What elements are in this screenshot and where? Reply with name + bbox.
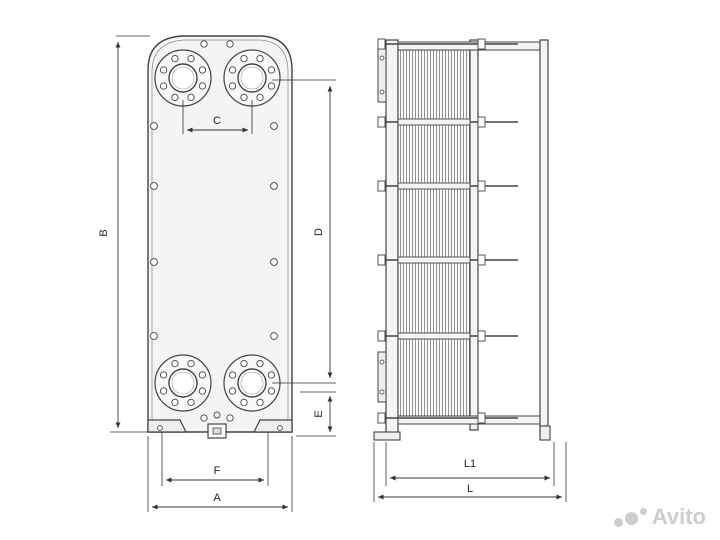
- dimension-e: E: [296, 391, 336, 437]
- flange-bolts: [159, 54, 276, 407]
- flange-bolt: [187, 398, 195, 407]
- pack-separator: [397, 256, 471, 264]
- flange-bolt: [171, 54, 179, 63]
- edge-bolt: [200, 40, 208, 48]
- flange-bolt: [240, 93, 248, 102]
- edge-bolt: [200, 414, 208, 422]
- label-l1: L1: [464, 458, 476, 470]
- front-view: B C D E F: [98, 35, 336, 512]
- flange-bolt: [171, 93, 179, 102]
- edge-bolt: [270, 258, 278, 266]
- nut: [377, 412, 386, 424]
- fixed-frame-plate: [385, 39, 399, 439]
- edge-bolts: [150, 40, 278, 422]
- flange-bolt: [198, 82, 207, 90]
- flange-bolt: [267, 82, 276, 90]
- edge-bolt: [270, 122, 278, 130]
- flange-bolt: [171, 398, 179, 407]
- foot-left: [373, 431, 401, 441]
- support-column: [539, 39, 549, 439]
- flange-bolt: [228, 387, 237, 395]
- watermark: Avito: [613, 504, 706, 530]
- flange-bolt: [198, 371, 207, 379]
- flange-bolt: [267, 371, 276, 379]
- edge-bolt: [150, 182, 158, 190]
- flange-bolt: [256, 54, 264, 63]
- frame-plate: [147, 35, 293, 433]
- pack-separator: [397, 332, 471, 340]
- flange-bolt: [159, 66, 168, 74]
- port-top-right: [223, 49, 281, 107]
- port-top-left: [154, 49, 212, 107]
- edge-bolt: [150, 332, 158, 340]
- label-l: L: [467, 483, 473, 495]
- dimension-l: L: [373, 442, 567, 502]
- label-e: E: [313, 410, 325, 417]
- flange-bolt: [267, 387, 276, 395]
- edge-bolt: [226, 414, 234, 422]
- avito-dots-logo-icon: [613, 507, 647, 527]
- nut: [477, 254, 486, 266]
- dimension-f: F: [161, 432, 269, 486]
- nut: [377, 116, 386, 128]
- flange-bolt: [187, 359, 195, 368]
- dimension-b: B: [98, 35, 150, 433]
- label-c: C: [213, 115, 221, 127]
- edge-bolt: [226, 40, 234, 48]
- pack-separator: [397, 182, 471, 190]
- flange-bolt: [228, 371, 237, 379]
- dimension-c: C: [182, 100, 253, 134]
- nut: [477, 180, 486, 192]
- nut: [477, 116, 486, 128]
- nut: [477, 38, 486, 50]
- nut: [477, 330, 486, 342]
- support-feet: [147, 411, 293, 439]
- flange-bolt: [159, 371, 168, 379]
- flange-bolt: [159, 387, 168, 395]
- nut: [477, 412, 486, 424]
- flange-bolt: [267, 66, 276, 74]
- plate-pack: [397, 45, 471, 421]
- tightening-bolts: [377, 38, 518, 424]
- edge-bolt: [270, 332, 278, 340]
- flange-bolt: [228, 82, 237, 90]
- foot-right: [539, 425, 551, 441]
- edge-bolt: [150, 258, 158, 266]
- flange-bolt: [240, 54, 248, 63]
- dimension-l1: L1: [385, 442, 555, 486]
- port-bottom-right: [223, 354, 281, 412]
- nut: [377, 38, 386, 50]
- dimension-a: A: [147, 436, 293, 512]
- pressure-plate: [469, 39, 479, 431]
- port-bottom-left: [154, 354, 212, 412]
- label-b: B: [98, 229, 110, 236]
- flange-bolt: [159, 82, 168, 90]
- label-d: D: [313, 228, 325, 236]
- flange-bolt: [198, 66, 207, 74]
- flange-bolt: [256, 359, 264, 368]
- label-a: A: [213, 492, 221, 504]
- flange-bolt: [187, 93, 195, 102]
- nut: [377, 180, 386, 192]
- nut: [377, 330, 386, 342]
- flange-bolt: [240, 398, 248, 407]
- edge-bolt: [270, 182, 278, 190]
- flange-bolt: [187, 54, 195, 63]
- nozzle-bottom: [377, 351, 387, 403]
- flange-bolt: [256, 93, 264, 102]
- edge-bolt: [150, 122, 158, 130]
- flange-bolt: [171, 359, 179, 368]
- watermark-text: Avito: [651, 504, 706, 529]
- dimension-d: D: [272, 79, 336, 384]
- flange-bolt: [198, 387, 207, 395]
- label-f: F: [214, 465, 221, 477]
- pack-separator: [397, 118, 471, 126]
- flange-bolt: [228, 66, 237, 74]
- flange-bolt: [256, 398, 264, 407]
- side-view: L1 L: [373, 38, 567, 502]
- flange-bolt: [240, 359, 248, 368]
- nut: [377, 254, 386, 266]
